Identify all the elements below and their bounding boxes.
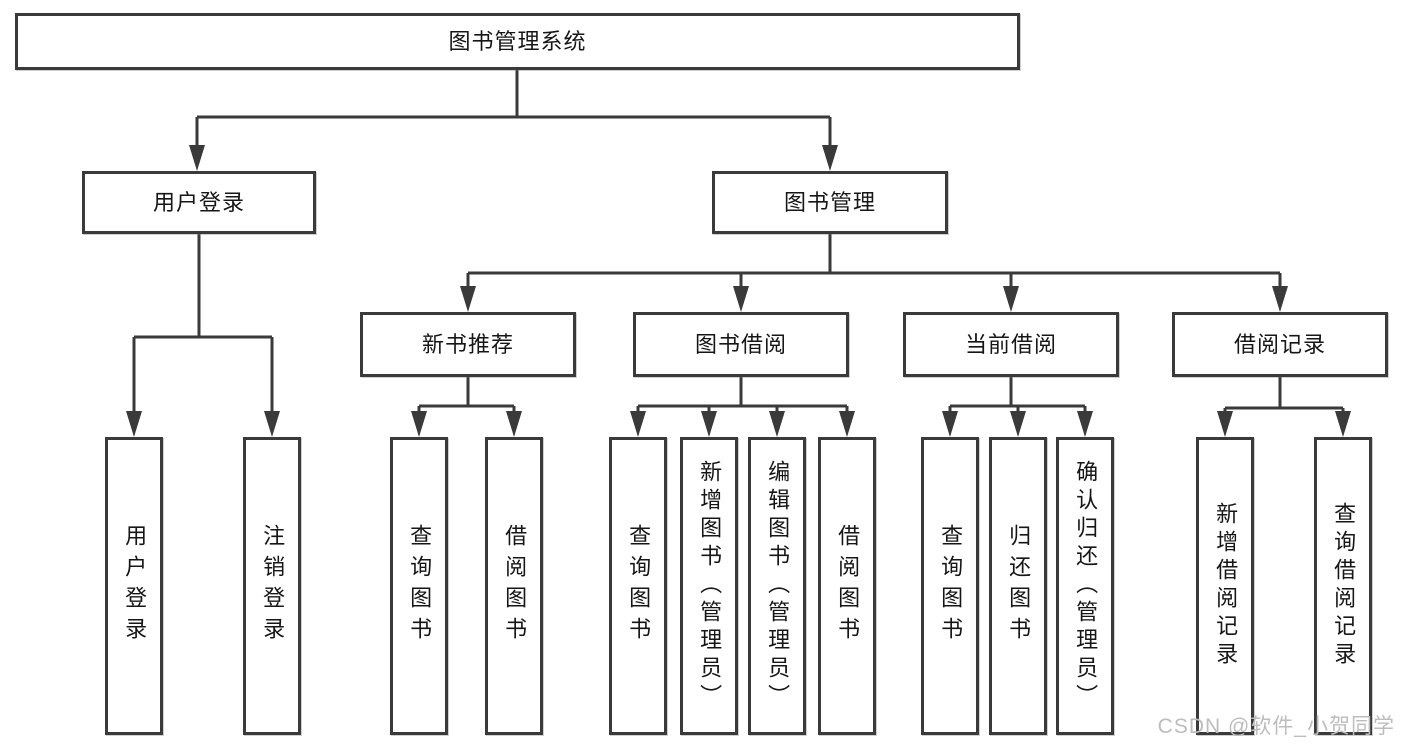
leaf-edit-book-admin-label: 编辑图书（管理员） [765, 460, 791, 712]
leaf-borrow-book-recommend: 借阅图书 [485, 437, 543, 735]
leaf-return-book-label: 归还图书 [1006, 524, 1032, 648]
leaf-user-login: 用户登录 [105, 437, 163, 735]
node-book-management-label: 图书管理 [783, 189, 876, 215]
leaf-logout: 注销登录 [243, 437, 301, 735]
leaf-return-book: 归还图书 [989, 437, 1047, 735]
node-new-book-recommend: 新书推荐 [360, 312, 576, 377]
connector-path-group [132, 70, 1345, 413]
node-root-label: 图书管理系统 [448, 28, 587, 54]
leaf-query-book-recommend: 查询图书 [390, 437, 448, 735]
leaf-query-book-borrowing: 查询图书 [609, 437, 667, 735]
leaf-query-book-borrowing-label: 查询图书 [626, 524, 652, 648]
node-book-borrowing-label: 图书借阅 [694, 331, 787, 357]
leaf-query-book-current: 查询图书 [921, 437, 979, 735]
node-user-login: 用户登录 [82, 171, 316, 234]
leaf-add-borrow-record-label: 新增借阅记录 [1213, 502, 1239, 670]
node-root: 图书管理系统 [15, 13, 1020, 70]
leaf-add-book-admin: 新增图书（管理员） [680, 437, 738, 735]
leaf-add-book-admin-label: 新增图书（管理员） [697, 460, 723, 712]
node-borrowing-records: 借阅记录 [1172, 312, 1388, 377]
leaf-edit-book-admin: 编辑图书（管理员） [748, 437, 806, 735]
leaf-query-book-current-label: 查询图书 [938, 524, 964, 648]
leaf-query-borrow-record-label: 查询借阅记录 [1331, 502, 1357, 670]
leaf-user-login-label: 用户登录 [122, 524, 148, 648]
leaf-query-book-recommend-label: 查询图书 [407, 524, 433, 648]
node-user-login-label: 用户登录 [152, 189, 245, 215]
node-book-borrowing: 图书借阅 [633, 312, 849, 377]
node-current-borrowing: 当前借阅 [903, 312, 1119, 377]
leaf-borrow-book-borrowing-label: 借阅图书 [835, 524, 861, 648]
node-new-book-recommend-label: 新书推荐 [421, 331, 514, 357]
leaf-add-borrow-record: 新增借阅记录 [1196, 437, 1254, 735]
leaf-borrow-book-borrowing: 借阅图书 [818, 437, 876, 735]
leaf-confirm-return-admin-label: 确认归还（管理员） [1073, 460, 1099, 712]
leaf-confirm-return-admin: 确认归还（管理员） [1056, 437, 1114, 735]
leaf-query-borrow-record: 查询借阅记录 [1314, 437, 1372, 735]
arrowhead-down-icons [126, 145, 1351, 437]
csdn-watermark: CSDN @软件_小贺同学 [1157, 715, 1395, 738]
node-current-borrowing-label: 当前借阅 [964, 331, 1057, 357]
leaf-borrow-book-recommend-label: 借阅图书 [502, 524, 528, 648]
leaf-logout-label: 注销登录 [260, 524, 286, 648]
node-book-management: 图书管理 [712, 171, 948, 234]
node-borrowing-records-label: 借阅记录 [1233, 331, 1326, 357]
